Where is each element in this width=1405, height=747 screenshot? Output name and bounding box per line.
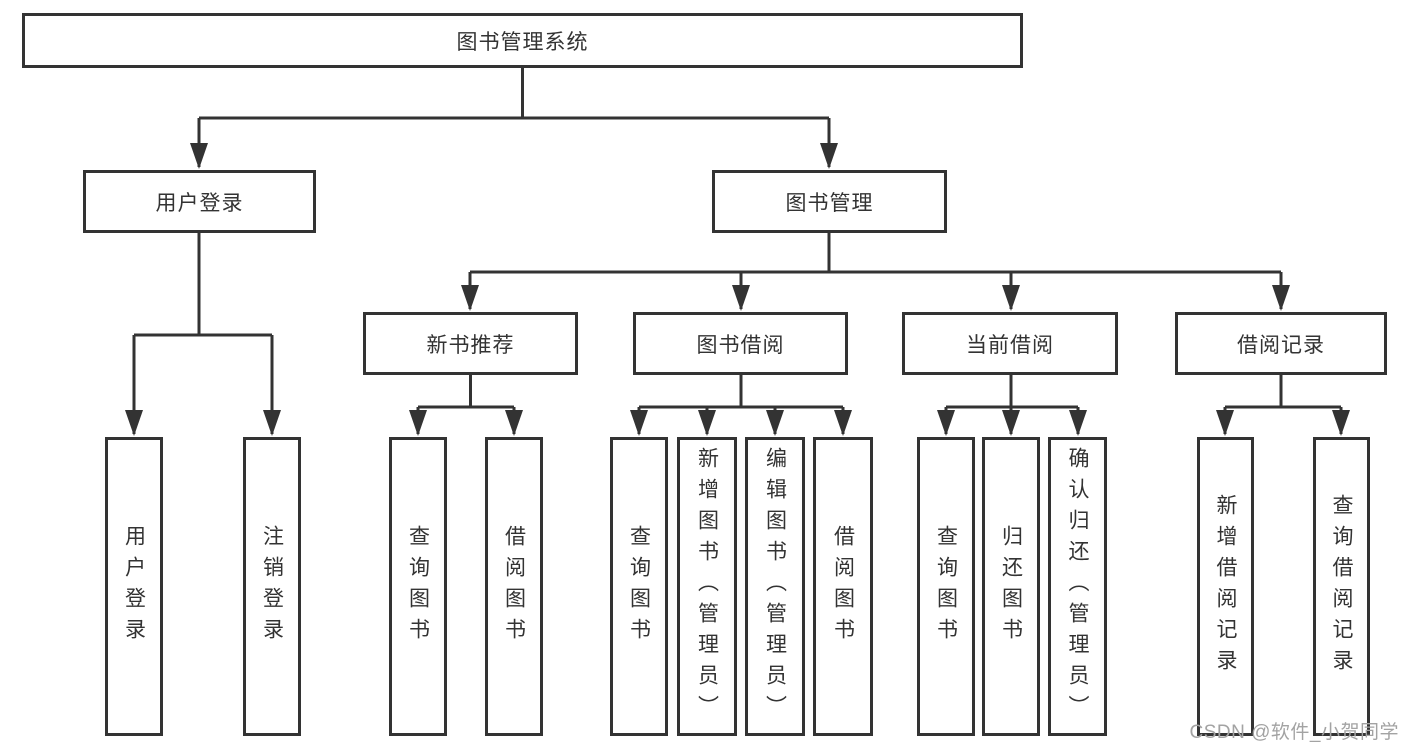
leaf-nbr-query-books-label: 查询图书 xyxy=(406,524,430,649)
node-new-book-recommend: 新书推荐 xyxy=(363,312,578,375)
leaf-bb-query-books: 查询图书 xyxy=(610,437,668,736)
leaf-user-login: 用户登录 xyxy=(105,437,163,736)
node-book-borrow: 图书借阅 xyxy=(633,312,848,375)
node-book-borrow-label: 图书借阅 xyxy=(696,333,785,357)
leaf-bb-add-books-admin: 新增图书（管理员） xyxy=(677,437,737,736)
leaf-nbr-query-books: 查询图书 xyxy=(389,437,447,736)
node-new-book-recommend-label: 新书推荐 xyxy=(426,333,515,357)
leaf-user-login-label: 用户登录 xyxy=(122,524,146,649)
leaf-nbr-borrow-books: 借阅图书 xyxy=(485,437,543,736)
leaf-bb-borrow-books-label: 借阅图书 xyxy=(831,524,855,649)
leaf-bb-edit-books-admin-label: 编辑图书（管理员） xyxy=(763,447,787,726)
leaf-logout: 注销登录 xyxy=(243,437,301,736)
leaf-br-query-record-label: 查询借阅记录 xyxy=(1330,493,1353,680)
leaf-cb-confirm-return-admin-label: 确认归还（管理员） xyxy=(1066,447,1089,726)
leaf-bb-borrow-books: 借阅图书 xyxy=(813,437,873,736)
leaf-cb-confirm-return-admin: 确认归还（管理员） xyxy=(1048,437,1107,736)
leaf-br-add-record: 新增借阅记录 xyxy=(1197,437,1254,736)
node-root-label: 图书管理系统 xyxy=(456,30,589,54)
leaf-cb-return-books: 归还图书 xyxy=(982,437,1040,736)
leaf-cb-query-books: 查询图书 xyxy=(917,437,975,736)
leaf-br-add-record-label: 新增借阅记录 xyxy=(1214,493,1237,680)
node-borrow-records: 借阅记录 xyxy=(1175,312,1387,375)
leaf-cb-query-books-label: 查询图书 xyxy=(934,524,958,649)
node-user-login: 用户登录 xyxy=(83,170,316,233)
leaf-logout-label: 注销登录 xyxy=(260,524,284,649)
node-book-mgmt-label: 图书管理 xyxy=(785,191,874,215)
leaf-br-query-record: 查询借阅记录 xyxy=(1313,437,1370,736)
leaf-bb-edit-books-admin: 编辑图书（管理员） xyxy=(745,437,805,736)
node-user-login-label: 用户登录 xyxy=(155,191,244,215)
leaf-cb-return-books-label: 归还图书 xyxy=(999,524,1023,649)
edge-group xyxy=(125,68,1350,436)
leaf-bb-add-books-admin-label: 新增图书（管理员） xyxy=(695,447,719,726)
node-current-borrow: 当前借阅 xyxy=(902,312,1118,375)
leaf-nbr-borrow-books-label: 借阅图书 xyxy=(502,524,526,649)
node-current-borrow-label: 当前借阅 xyxy=(966,333,1054,357)
node-book-mgmt: 图书管理 xyxy=(712,170,947,233)
node-root: 图书管理系统 xyxy=(22,13,1023,68)
node-borrow-records-label: 借阅记录 xyxy=(1237,333,1325,357)
leaf-bb-query-books-label: 查询图书 xyxy=(627,524,651,649)
